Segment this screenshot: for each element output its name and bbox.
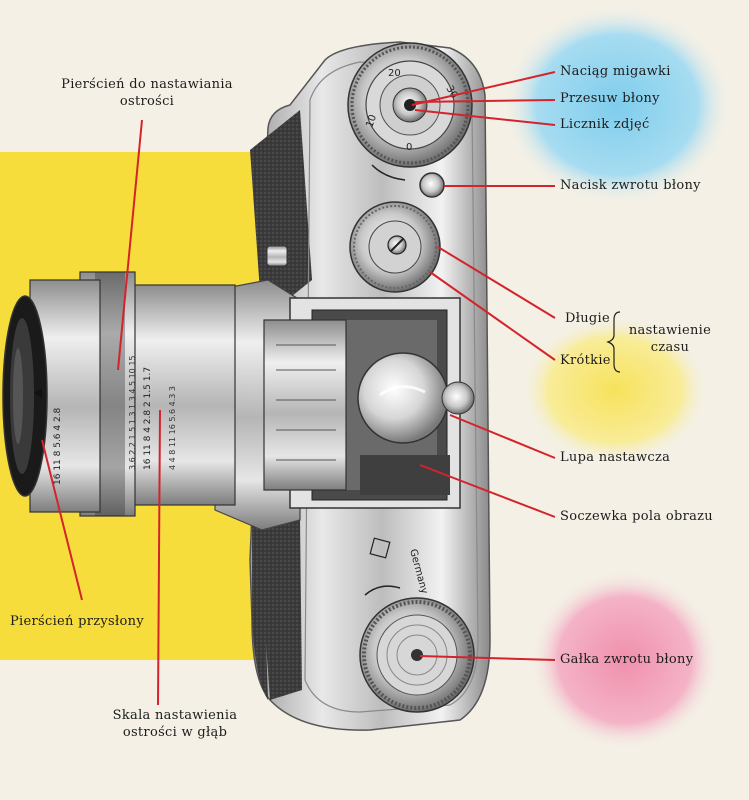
counter-0: 0 — [406, 142, 412, 153]
label-focus-ring-line2: ostrości — [119, 94, 175, 109]
label-long: Długie — [565, 311, 610, 326]
leather-upper — [250, 110, 312, 320]
label-time-setting-line1: nastawienie — [628, 323, 712, 338]
lens: 16 11 8 5.6 4 2.8 16 11 8 4 2.8 2 1.5 1.… — [2, 271, 236, 517]
focusing-magnifier — [357, 352, 449, 444]
label-rewind-knob: Gałka zwrotu błony — [560, 652, 694, 667]
viewfinder — [263, 297, 475, 509]
counter-10: 10 — [364, 113, 379, 129]
label-time-setting: nastawienie czasu — [620, 322, 720, 356]
leader-lines — [41, 71, 556, 706]
dof-scale-text: 16 11 8 4 2.8 2 1.5 1.7 — [143, 367, 153, 470]
arrow-icon — [371, 164, 406, 181]
label-short: Krótkie — [560, 353, 611, 368]
rewind-knob — [359, 597, 475, 713]
cyan-blob — [502, 5, 732, 205]
svg-text:3.6 2.2 1.5 1.3 1.3 4.5 10 15: 3.6 2.2 1.5 1.3 1.3 4.5 10 15 — [128, 356, 137, 471]
label-film-advance: Przesuw błony — [560, 91, 660, 106]
label-focus-ring: Pierścień do nastawiania ostrości — [52, 76, 242, 110]
pale-yellow-blob — [520, 315, 710, 465]
label-dof-scale-line2: ostrości w głąb — [122, 725, 228, 740]
aperture-scale-text: 16 11 8 5.6 4 2.8 — [53, 407, 63, 485]
pink-blob — [530, 570, 720, 750]
field-lens — [360, 455, 450, 495]
label-time-setting-line2: czasu — [650, 340, 690, 355]
label-frame-counter: Licznik zdjęć — [560, 117, 650, 132]
label-field-lens: Soczewka pola obrazu — [560, 509, 713, 524]
advance-dial: 20 10 0 30 — [347, 42, 473, 168]
label-aperture-ring: Pierścień przysłony — [10, 614, 144, 629]
label-dof-scale: Skala nastawienia ostrości w głąb — [95, 707, 255, 741]
label-dof-scale-line1: Skala nastawienia — [112, 708, 238, 723]
label-shutter-cock: Naciąg migawki — [560, 64, 671, 79]
svg-text:4 4 8 11 16 5.6 4.3 3: 4 4 8 11 16 5.6 4.3 3 — [168, 386, 177, 470]
leather-lower-2 — [258, 520, 302, 700]
label-magnifier: Lupa nastawcza — [560, 450, 671, 465]
shutter-speed-dial — [349, 201, 441, 293]
rewind-release-button — [419, 172, 445, 198]
label-focus-ring-line1: Pierścień do nastawiania — [61, 77, 233, 92]
label-rewind-release: Nacisk zwrotu błony — [560, 178, 701, 193]
time-brace — [606, 311, 621, 373]
counter-20: 20 — [388, 68, 401, 79]
leather-lower — [252, 520, 268, 700]
